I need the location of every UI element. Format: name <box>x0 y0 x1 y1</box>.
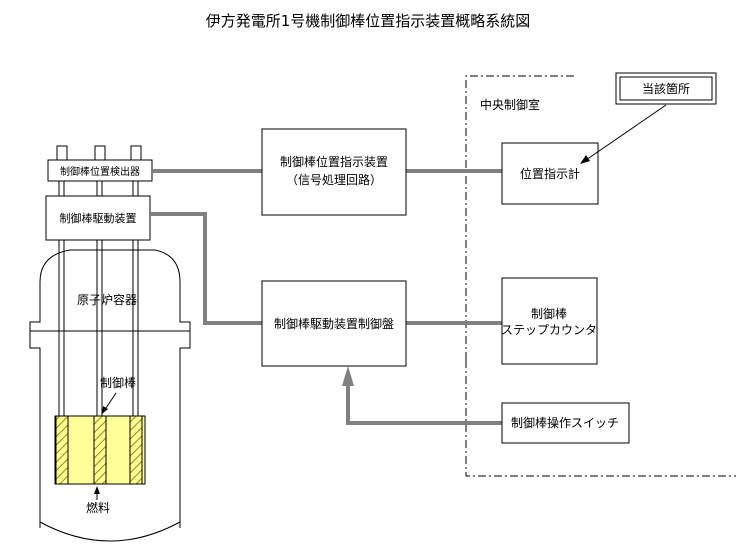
control-rod-3 <box>129 415 143 485</box>
step-counter-box <box>501 277 598 365</box>
position-indicator-label: 位置指示計 <box>520 166 580 181</box>
control-rod-label: 制御棒 <box>100 375 136 390</box>
control-rod-1 <box>55 415 69 485</box>
central-control-room-label: 中央制御室 <box>480 97 540 112</box>
signal-lines <box>150 169 502 425</box>
fuel-label: 燃料 <box>86 500 110 515</box>
step-counter-label: 制御棒 <box>531 306 567 321</box>
relevant-location-label: 当該箇所 <box>642 81 690 96</box>
reactor-vessel-bottom <box>39 521 181 542</box>
control-rod-shafts <box>58 148 139 416</box>
rod-position-detector-label: 制御棒位置検出器 <box>60 165 140 178</box>
drive-control-panel-box <box>261 280 407 367</box>
drive-control-panel-label: 制御棒駆動装置制御盤 <box>274 316 394 331</box>
control-room-boundary-bottom <box>465 360 736 477</box>
diagram-title: 伊方発電所1号機制御棒位置指示装置概略系統図 <box>206 12 531 30</box>
control-rod-arrowhead <box>102 406 108 414</box>
fuel-arrowhead <box>94 486 100 494</box>
relevant-location-box-outer <box>615 72 717 105</box>
position-indicator-device-label: 制御棒位置指示装置 <box>280 154 388 169</box>
operation-switch-label: 制御棒操作スイッチ <box>511 415 619 430</box>
rod-drive-box <box>45 195 151 241</box>
relevant-location-pointer <box>585 104 667 161</box>
control-room-boundary-top <box>465 75 574 360</box>
reactor-vessel-label: 原子炉容器 <box>77 292 137 307</box>
position-indicator-device-sublabel: （信号処理回路） <box>286 172 382 187</box>
position-indicator-device-box <box>261 128 407 216</box>
step-counter-sublabel: ステップカウンタ <box>501 323 597 337</box>
control-rod-2 <box>93 415 107 485</box>
rod-drive-label: 制御棒駆動装置 <box>60 211 137 225</box>
relevant-location-arrowhead <box>580 155 590 164</box>
position-indicator-box <box>501 142 599 205</box>
control-panel-input-arrowhead <box>342 366 354 386</box>
relevant-location-box-inner <box>619 76 713 101</box>
reactor-vessel <box>29 249 191 528</box>
detector-stubs <box>56 145 142 161</box>
operation-switch-box <box>501 402 630 444</box>
